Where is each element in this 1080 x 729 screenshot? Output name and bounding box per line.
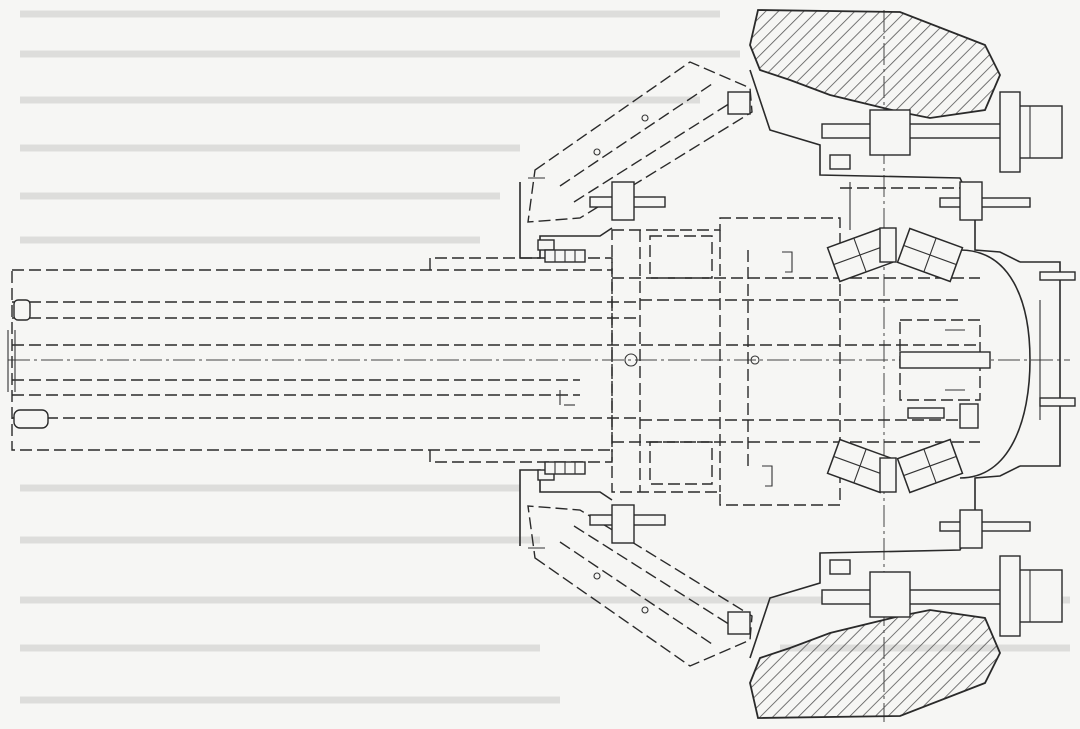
arm-bolts [537,91,1076,635]
lower-bolt-assembly [821,555,1063,637]
upper-hatched-rotor [749,9,1001,119]
hub-housing [611,217,980,506]
frame-outline [519,69,1061,659]
upper-roller-bearing [826,227,964,283]
lower-arm [527,505,753,667]
lower-roller-bearing [826,438,964,494]
seal-rings [544,249,586,475]
lower-hatched-rotor [749,609,1001,719]
upper-bolt-assembly [821,91,1063,173]
upper-arm [527,61,753,223]
shaft-end-lock [899,319,991,429]
